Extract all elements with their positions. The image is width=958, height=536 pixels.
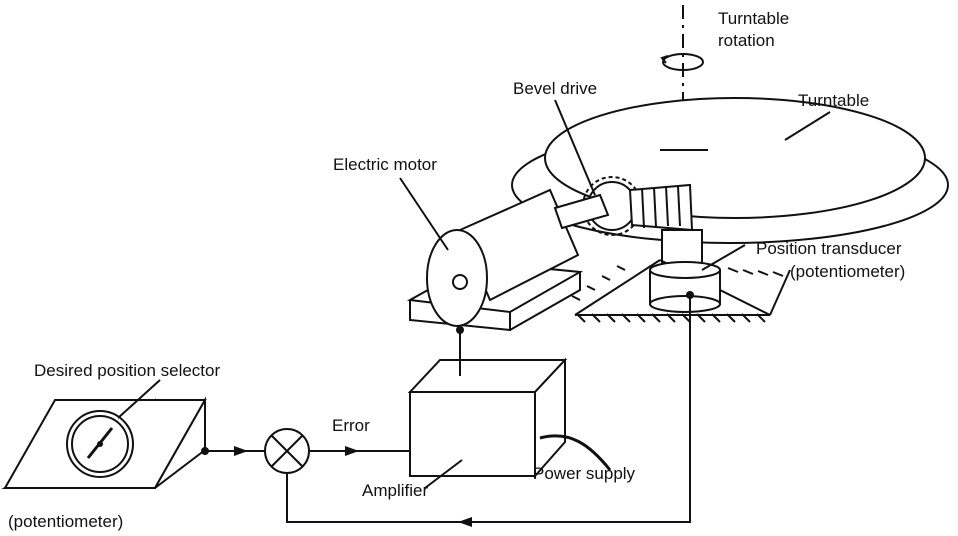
electric-motor xyxy=(406,188,610,332)
label-turntable-rotation-2: rotation xyxy=(718,31,775,50)
label-desired-position-selector: Desired position selector xyxy=(34,361,220,380)
rotation-arrow-icon xyxy=(660,53,704,71)
label-turntable-rotation-1: Turntable xyxy=(718,9,789,28)
leader-amplifier xyxy=(424,459,463,489)
label-selector-potentiometer: (potentiometer) xyxy=(8,512,123,531)
wire-node xyxy=(456,326,464,334)
power-supply-cable xyxy=(539,434,612,471)
label-position-transducer-1: Position transducer xyxy=(756,239,902,258)
comparator-icon xyxy=(264,428,310,474)
arrow-head-icon xyxy=(345,446,359,456)
leader-turntable xyxy=(784,111,831,141)
leader-selector xyxy=(117,379,161,419)
feedback-node xyxy=(686,291,694,299)
label-error: Error xyxy=(332,416,370,435)
label-bevel-drive: Bevel drive xyxy=(513,79,597,98)
amplifier-box xyxy=(407,357,568,479)
leader-bevel-drive xyxy=(554,99,596,196)
arrow-head-icon xyxy=(234,446,248,456)
label-turntable: Turntable xyxy=(798,91,869,110)
leader-position-transducer xyxy=(701,244,746,271)
desired-position-selector xyxy=(1,396,207,489)
label-amplifier: Amplifier xyxy=(362,481,428,500)
label-power-supply: Power supply xyxy=(533,464,636,483)
label-position-transducer-2: (potentiometer) xyxy=(790,262,905,281)
arrow-head-icon xyxy=(458,517,472,527)
position-transducer xyxy=(649,261,721,313)
label-electric-motor: Electric motor xyxy=(333,155,437,174)
feedback-line xyxy=(286,295,691,523)
leader-electric-motor xyxy=(399,177,449,251)
